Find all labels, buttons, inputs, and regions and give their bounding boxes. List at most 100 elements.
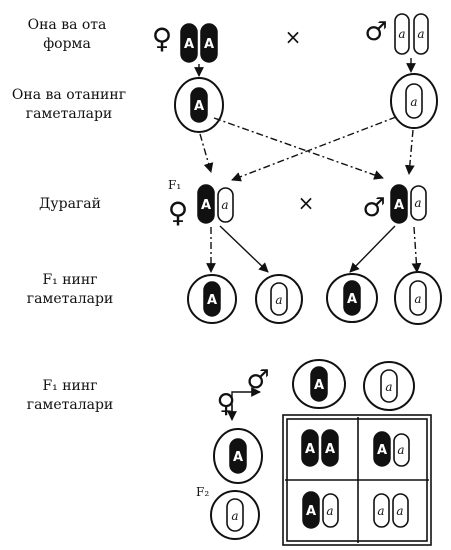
- f1-gamete-dominant: A: [187, 274, 237, 324]
- arrow-hybrid-to-gamete: [349, 225, 396, 273]
- label-parent-gametes: Она ва отанинг гаметалари: [0, 86, 138, 124]
- allele-label: a: [414, 196, 421, 210]
- chromosome-recessive: [405, 83, 423, 119]
- allele-label: a: [377, 504, 384, 518]
- f1-gamete-dominant: A: [326, 273, 378, 323]
- punnett-male-gamete-dominant: A: [292, 359, 346, 409]
- label-f1-gametes-punnett-line-1: F₁ нинг: [42, 378, 98, 394]
- label-parents: Она ва ота форма: [8, 16, 126, 54]
- chromosome-recessive: [410, 185, 427, 221]
- chromosome-dominant: [321, 429, 339, 467]
- arrow-male-gamete-to-female-hybrid: [231, 116, 397, 182]
- punnett-female-gamete-dominant: A: [213, 428, 263, 484]
- label-f1-gametes-punnett-line-2: гаметалари: [26, 397, 114, 413]
- chromosome-dominant: [301, 429, 319, 467]
- female-symbol-hybrid: ♀: [168, 196, 189, 229]
- parent-female-chromosomes: A A: [180, 23, 218, 63]
- arrow-female-gamete-to-male-hybrid: [213, 117, 384, 180]
- chromosome-dominant: [203, 281, 221, 317]
- allele-label: A: [314, 378, 324, 393]
- allele-label: A: [306, 504, 316, 519]
- chromosome-recessive: [373, 493, 390, 528]
- chromosome-dominant: [373, 431, 391, 467]
- chromosome-recessive: [217, 187, 234, 223]
- male-symbol-parent: ♂: [364, 17, 387, 47]
- allele-label: A: [347, 292, 357, 307]
- allele-label: a: [414, 292, 421, 306]
- punnett-male-gamete-recessive: a: [363, 361, 415, 411]
- chromosome-dominant: [343, 280, 361, 316]
- allele-label: a: [398, 27, 405, 41]
- cross-symbol-parents: ×: [285, 25, 302, 49]
- chromosome-dominant: [310, 366, 328, 402]
- allele-label: A: [201, 198, 211, 213]
- label-parent-gametes-line-2: гаметалари: [25, 106, 113, 122]
- chromosome-recessive: [413, 13, 429, 55]
- f1-marker: F₁: [168, 178, 181, 192]
- female-symbol-parent: ♀: [152, 22, 173, 55]
- gamete-male: a: [390, 73, 438, 129]
- chromosome-recessive: [409, 280, 427, 316]
- chromosome-recessive: [270, 282, 288, 316]
- allele-label: A: [305, 442, 315, 457]
- label-hybrid-text: Дурагай: [39, 196, 101, 212]
- allele-label: a: [410, 95, 417, 109]
- label-f1-gametes-punnett: F₁ нинг гаметалари: [10, 377, 130, 415]
- chromosome-dominant: [390, 184, 408, 224]
- allele-label: A: [233, 450, 243, 465]
- label-parents-line-2: форма: [43, 36, 91, 52]
- cross-symbol-hybrids: ×: [298, 191, 315, 215]
- hybrid-female-chromosomes: A a: [197, 184, 234, 224]
- punnett-cell-Aa-bottom: A a: [302, 491, 339, 529]
- allele-label: a: [231, 509, 238, 523]
- allele-label: A: [377, 443, 387, 458]
- arrow-hybrid-to-gamete: [411, 226, 422, 273]
- punnett-female-gamete-recessive: a: [210, 490, 260, 540]
- chromosome-recessive: [380, 369, 398, 403]
- arrow-female-gamete-to-hybrid: [199, 133, 214, 173]
- allele-label: a: [326, 504, 333, 518]
- allele-label: a: [275, 293, 282, 307]
- f1-gamete-recessive: a: [394, 271, 442, 325]
- chromosome-recessive: [322, 493, 339, 528]
- label-f1-gametes-line-1: F₁ нинг: [42, 272, 98, 288]
- chromosome-recessive: [393, 433, 410, 467]
- punnett-grid: [282, 414, 432, 546]
- chromosome-dominant: [190, 87, 208, 123]
- allele-label: a: [396, 504, 403, 518]
- allele-label: A: [207, 293, 217, 308]
- punnett-cell-Aa-top: A a: [373, 431, 410, 467]
- chromosome-dominant: [200, 23, 218, 63]
- allele-label: A: [394, 198, 404, 213]
- chromosome-dominant: [180, 23, 198, 63]
- chromosome-dominant: [302, 491, 320, 529]
- chromosome-recessive: [394, 13, 410, 55]
- arrow-male-gamete-to-hybrid: [404, 129, 415, 175]
- f2-marker: F₂: [196, 485, 209, 499]
- chromosome-dominant: [229, 438, 247, 474]
- gamete-female: A: [174, 77, 224, 133]
- label-f1-gametes: F₁ нинг гаметалари: [10, 271, 130, 309]
- hybrid-male-chromosomes: A a: [390, 184, 427, 224]
- allele-label: a: [221, 198, 228, 212]
- punnett-cell-aa: a a: [373, 493, 409, 528]
- allele-label: A: [325, 442, 335, 457]
- label-parents-line-1: Она ва ота: [27, 17, 107, 33]
- punnett-corner-arrow-right: [231, 387, 261, 417]
- f1-gamete-recessive: a: [255, 274, 303, 324]
- male-symbol-punnett: ♂: [246, 365, 269, 395]
- male-symbol-hybrid: ♂: [362, 193, 385, 223]
- chromosome-dominant: [197, 184, 215, 224]
- allele-label: a: [417, 27, 424, 41]
- allele-label: a: [385, 380, 392, 394]
- label-f1-gametes-line-2: гаметалари: [26, 291, 114, 307]
- allele-label: A: [194, 99, 204, 114]
- label-hybrid: Дурагай: [20, 195, 120, 214]
- allele-label: a: [397, 443, 404, 457]
- allele-label: A: [204, 37, 214, 52]
- punnett-cell-AA: A A: [301, 429, 339, 467]
- chromosome-recessive: [392, 493, 409, 528]
- parent-male-chromosomes: a a: [394, 13, 429, 55]
- label-parent-gametes-line-1: Она ва отанинг: [11, 87, 127, 103]
